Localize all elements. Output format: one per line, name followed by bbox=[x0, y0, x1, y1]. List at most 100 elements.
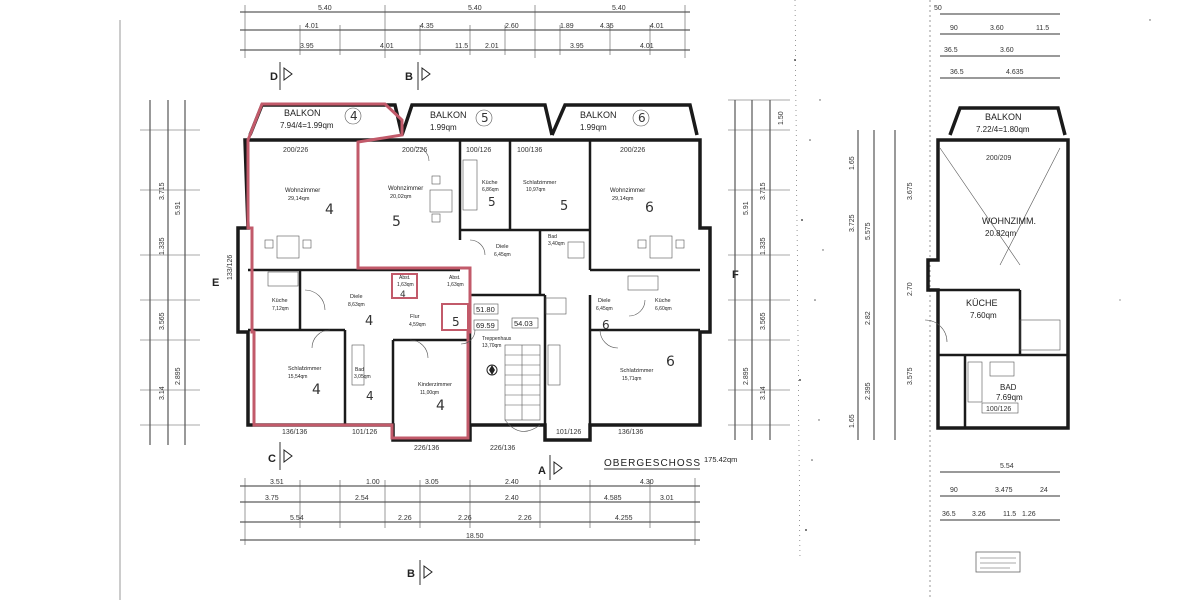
window-kuche-5: 100/126 bbox=[466, 147, 491, 154]
detail-balcony-label: BALKON bbox=[985, 112, 1022, 122]
room-kuche-6-name: Küche bbox=[655, 298, 671, 304]
dim-top-r3-1: 3.95 bbox=[300, 43, 314, 50]
balcony-area-right: 1.99qm bbox=[580, 123, 607, 132]
dim-top-3: 5.40 bbox=[612, 5, 626, 12]
room-diele-4-name: Diele bbox=[350, 294, 363, 300]
detail-dim-bot-5: 36.5 bbox=[942, 511, 956, 518]
section-marker-icon bbox=[549, 455, 563, 480]
balcony-right-outline bbox=[550, 103, 699, 136]
detail-dim-top-4: 11.5 bbox=[1036, 25, 1049, 32]
window-schlaf-5: 100/136 bbox=[517, 147, 542, 154]
dim-bot-r3-3: 2.26 bbox=[458, 515, 472, 522]
stair-icon bbox=[504, 344, 541, 432]
section-label-a: A bbox=[538, 465, 546, 477]
detail-dim-side-8: 2.395 bbox=[865, 382, 872, 400]
section-label-e: E bbox=[212, 277, 219, 289]
room-treppe-name: Treppenhaus bbox=[482, 336, 512, 342]
room-schlaf-6-name: Schlafzimmer bbox=[620, 368, 653, 374]
detail-dim-side-5: 2.82 bbox=[865, 311, 872, 325]
room-kinder-4-area: 11,00qm bbox=[420, 390, 439, 396]
detail-dim-bot-3: 3.475 bbox=[995, 487, 1013, 494]
detail-dim-side-9: 1.65 bbox=[849, 414, 856, 428]
dim-top-2: 5.40 bbox=[468, 5, 482, 12]
section-marker-icon bbox=[279, 62, 293, 90]
dim-bot-r2-5: 3.01 bbox=[660, 495, 674, 502]
room-wohn-4-name: Wohnzimmer bbox=[285, 188, 320, 194]
dim-bot-r3-1: 5.54 bbox=[290, 515, 304, 522]
room-wohn-4-area: 29,14qm bbox=[288, 196, 310, 202]
room-wohn-5-unit: 5 bbox=[392, 214, 401, 230]
detail-dim-bot-6: 3.26 bbox=[972, 511, 986, 518]
balcony-area-left: 7.94/4=1.99qm bbox=[280, 121, 334, 130]
highlighted-storage bbox=[391, 273, 418, 299]
detail-balcony-outline bbox=[948, 106, 1067, 136]
room-diele-4-unit: 4 bbox=[365, 314, 373, 329]
detail-dim-side-6: 2.70 bbox=[907, 282, 914, 296]
dim-top-r2-2: 4.35 bbox=[420, 23, 434, 30]
room-diele-5-area: 6,45qm bbox=[494, 252, 511, 258]
left-dimension-chain: 3.715 5.91 1.335 3.565 2.895 3.14 bbox=[140, 100, 200, 445]
detail-dim-top-3: 3.60 bbox=[990, 25, 1004, 32]
dim-left-2: 5.91 bbox=[175, 201, 182, 215]
detail-bath-label: BAD bbox=[1000, 383, 1017, 392]
dim-top-r3-2: 4.01 bbox=[380, 43, 394, 50]
room-bad-4-name: Bad bbox=[355, 367, 364, 373]
balcony-area-mid: 1.99qm bbox=[430, 123, 457, 132]
window-wohn-5: 200/226 bbox=[402, 147, 427, 154]
room-bad-5-name: Bad bbox=[548, 234, 557, 240]
window-wohn-4: 200/226 bbox=[283, 147, 308, 154]
detail-dim-top-6: 3.60 bbox=[1000, 47, 1014, 54]
dim-top-r2-1: 4.01 bbox=[305, 23, 319, 30]
detail-dim-top-7: 36.5 bbox=[950, 69, 964, 76]
room-kinder-4-name: Kinderzimmer bbox=[418, 382, 452, 388]
window-bad-6: 101/126 bbox=[556, 429, 581, 436]
window-wohn-6: 200/226 bbox=[620, 147, 645, 154]
room-kuche-5-name: Küche bbox=[482, 180, 498, 186]
room-schlaf-4-unit: 4 bbox=[312, 382, 321, 398]
dim-bot-r2-1: 3.75 bbox=[265, 495, 279, 502]
room-treppe-area: 13,70qm bbox=[482, 343, 501, 349]
section-label-b-bottom: B bbox=[407, 568, 415, 580]
compass-icon bbox=[486, 364, 498, 376]
dim-bot-r1-1: 3.51 bbox=[270, 479, 284, 486]
detail-dim-side-2: 3.725 bbox=[849, 214, 856, 232]
balcony-unit-mid: 5 bbox=[481, 111, 489, 125]
room-flur-5-name: Flur bbox=[410, 314, 420, 320]
dim-left-4: 3.565 bbox=[159, 312, 166, 330]
scan-noise bbox=[794, 19, 1151, 531]
window-kinder-4: 226/136 bbox=[414, 445, 439, 452]
dim-bot-r1-5: 4.30 bbox=[640, 479, 654, 486]
detail-kitchen-label: KÜCHE bbox=[966, 298, 998, 308]
room-kuche-5-area: 6,86qm bbox=[482, 187, 499, 193]
room-diele-6-name: Diele bbox=[598, 298, 611, 304]
detail-dim-side-1: 1.65 bbox=[849, 156, 856, 170]
balcony-unit-left: 4 bbox=[350, 109, 358, 123]
room-flur-5-area: 4,59qm bbox=[409, 322, 426, 328]
window-schlaf-4: 136/136 bbox=[282, 429, 307, 436]
top-dimension-chains: 5.40 5.40 5.40 4.01 4.35 2.60 1.89 4.35 … bbox=[240, 5, 690, 58]
unit-total-5: 51.80 bbox=[476, 305, 495, 314]
door-swing-icon bbox=[304, 146, 646, 359]
balcony-label-mid: BALKON bbox=[430, 110, 467, 120]
room-schlaf-6-area: 15,71qm bbox=[622, 376, 641, 382]
room-labels: 200/226 Wohnzimmer 29,14qm 4 200/226 Woh… bbox=[227, 147, 675, 452]
room-bad-4-area: 3,05qm bbox=[354, 374, 371, 380]
dim-bot-r2-4: 4.585 bbox=[604, 495, 622, 502]
dim-bot-r3-2: 2.26 bbox=[398, 515, 412, 522]
detail-dim-top-8: 4.635 bbox=[1006, 69, 1024, 76]
detail-dim-bot-1: 5.54 bbox=[1000, 463, 1014, 470]
balcony-unit-right: 6 bbox=[638, 111, 646, 125]
room-diele-6-area: 6,45qm bbox=[596, 306, 613, 312]
room-abst-5-name: Abst. bbox=[449, 275, 460, 281]
room-abst-5-area: 1,63qm bbox=[447, 282, 464, 288]
dim-top-r2-5: 4.35 bbox=[600, 23, 614, 30]
detail-kitchen-area: 7.60qm bbox=[970, 311, 997, 320]
unit-total-6: 54.03 bbox=[514, 319, 533, 328]
dim-top-r3-5: 3.95 bbox=[570, 43, 584, 50]
room-kuche-4-area: 7,12qm bbox=[272, 306, 289, 312]
section-label-c: C bbox=[268, 453, 276, 465]
room-abst-4-area: 1,63qm bbox=[397, 282, 414, 288]
dim-bot-r1-2: 1.00 bbox=[366, 479, 380, 486]
dim-top-1: 5.40 bbox=[318, 5, 332, 12]
